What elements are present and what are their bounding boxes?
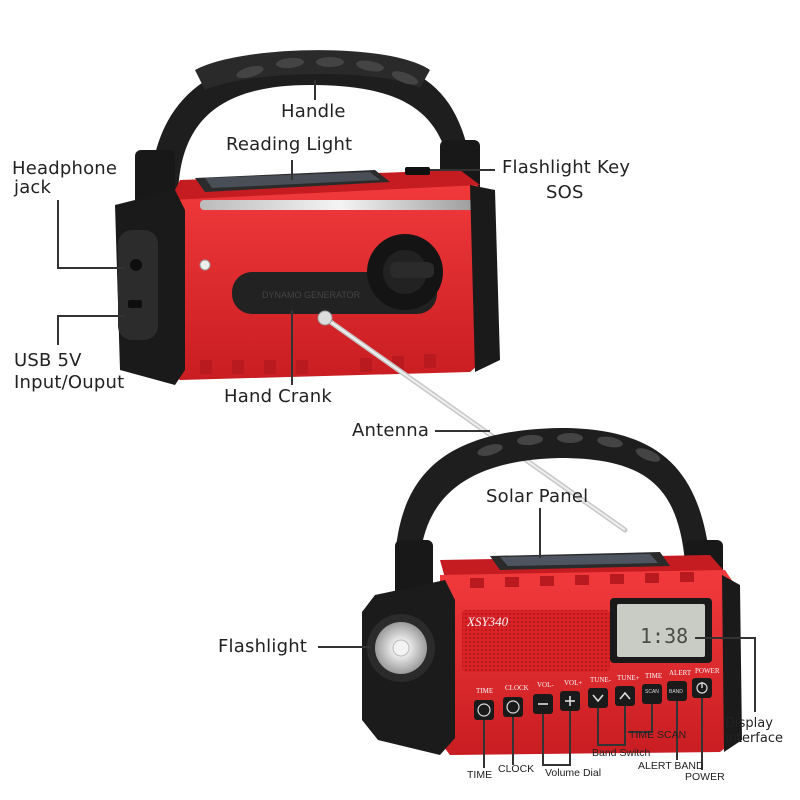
label-hand-crank: Hand Crank bbox=[224, 386, 332, 407]
label-power: POWER bbox=[685, 771, 725, 783]
label-usb-1: USB 5V bbox=[14, 350, 82, 371]
label-alert-band: ALERT BAND bbox=[638, 760, 704, 772]
speaker-grill bbox=[462, 610, 610, 672]
btn-label-alert: ALERT bbox=[669, 669, 692, 677]
bottom-radio: XSY340 1:38 TIME CLOCK VOL- VOL+ TUNE- T… bbox=[362, 428, 742, 755]
top-radio: DYNAMO GENERATOR bbox=[115, 50, 500, 385]
btn-label-power: POWER bbox=[695, 667, 720, 675]
label-time: TIME bbox=[467, 769, 493, 781]
button-row: SCAN BAND bbox=[474, 678, 712, 720]
btn-label-time: TIME bbox=[476, 687, 493, 695]
tune-plus-button[interactable] bbox=[615, 686, 635, 706]
antenna-extended bbox=[317, 310, 628, 533]
label-headphone-jack-1: Headphone bbox=[12, 158, 118, 179]
btn-label-tune-plus: TUNE+ bbox=[617, 674, 640, 682]
label-flashlight-key-1: Flashlight Key bbox=[502, 157, 631, 178]
btn-label-vol-plus: VOL+ bbox=[564, 679, 582, 687]
headphone-port[interactable] bbox=[130, 259, 142, 271]
brand-label: XSY340 bbox=[466, 614, 509, 629]
label-usb-2: Input/Ouput bbox=[14, 372, 125, 393]
band-text: BAND bbox=[669, 689, 683, 695]
lcd-screen bbox=[617, 604, 705, 657]
label-clock: CLOCK bbox=[498, 763, 535, 775]
lcd-time: 1:38 bbox=[640, 624, 688, 648]
scan-button[interactable] bbox=[642, 684, 662, 704]
band-button[interactable] bbox=[667, 681, 687, 701]
antenna-folded bbox=[200, 200, 480, 210]
btn-label-vol-minus: VOL- bbox=[537, 681, 554, 689]
btn-label-clock: CLOCK bbox=[505, 684, 529, 692]
label-antenna: Antenna bbox=[352, 420, 430, 441]
label-flashlight-key-2: SOS bbox=[546, 182, 584, 203]
crank-text: DYNAMO GENERATOR bbox=[262, 290, 361, 300]
btn-label-time2: TIME bbox=[645, 672, 662, 680]
time-button[interactable] bbox=[474, 700, 494, 720]
label-time-scan: TIME SCAN bbox=[629, 729, 687, 741]
label-display-1: Display bbox=[725, 716, 773, 731]
scan-text: SCAN bbox=[645, 689, 659, 695]
clock-button[interactable] bbox=[503, 697, 523, 717]
label-reading-light: Reading Light bbox=[226, 134, 353, 155]
label-display-2: interface bbox=[725, 731, 783, 746]
tune-minus-button[interactable] bbox=[588, 688, 608, 708]
handle-strap bbox=[150, 55, 470, 200]
callout-lines bbox=[57, 80, 756, 770]
label-solar-panel: Solar Panel bbox=[486, 486, 589, 507]
usb-port[interactable] bbox=[128, 300, 142, 308]
label-headphone-jack-2: jack bbox=[14, 177, 52, 198]
flashlight-key[interactable] bbox=[405, 167, 430, 175]
label-handle: Handle bbox=[281, 101, 346, 122]
label-flashlight: Flashlight bbox=[218, 636, 308, 657]
btn-label-tune-minus: TUNE- bbox=[590, 676, 612, 684]
label-band-switch: Band Switch bbox=[592, 747, 651, 759]
label-volume-dial: Volume Dial bbox=[545, 767, 602, 779]
